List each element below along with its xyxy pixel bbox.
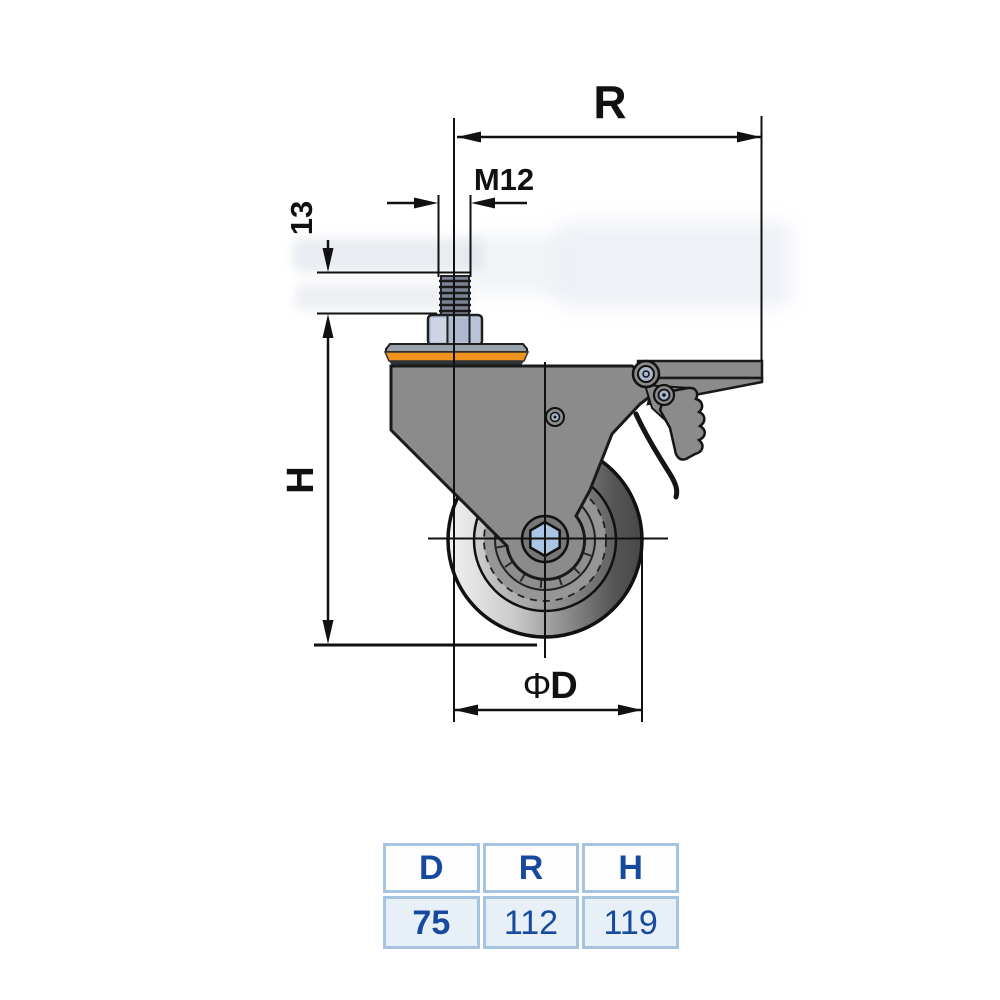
dimension-M12: M12 bbox=[387, 162, 534, 209]
dimension-13-label: 13 bbox=[284, 201, 319, 235]
dimension-phiD: Φ D bbox=[454, 665, 642, 716]
spec-table: D R H 75 112 119 bbox=[383, 843, 679, 949]
dimension-R: R bbox=[457, 76, 761, 143]
table-header-H: H bbox=[582, 843, 679, 893]
dimension-13: 13 bbox=[284, 201, 334, 272]
swivel-fork bbox=[389, 364, 665, 581]
arrowhead-left bbox=[454, 704, 478, 716]
phi-symbol: Φ bbox=[523, 665, 552, 706]
dimension-R-label: R bbox=[593, 76, 626, 128]
dimension-M12-label: M12 bbox=[474, 162, 534, 197]
table-value-R: 112 bbox=[482, 896, 580, 949]
brake-pivot-bolt bbox=[631, 359, 661, 389]
arrowhead-right bbox=[414, 197, 438, 209]
construction-lines bbox=[314, 116, 763, 722]
arrowhead-left bbox=[471, 197, 495, 209]
brake-rod bbox=[633, 411, 680, 500]
brake-pedal bbox=[658, 386, 706, 461]
arrowhead-down bbox=[322, 620, 334, 644]
orange-seal-ring bbox=[383, 351, 530, 362]
mounting-plate bbox=[383, 343, 530, 367]
arrowhead-right bbox=[618, 704, 642, 716]
arrowhead-up bbox=[322, 314, 334, 338]
table-header-R: R bbox=[482, 843, 580, 893]
brake-secondary-bolt bbox=[652, 383, 676, 407]
dimension-H: H bbox=[280, 314, 334, 644]
arrowhead-left bbox=[457, 131, 481, 143]
arrowhead-down bbox=[322, 248, 334, 272]
table-value-D: 75 bbox=[383, 896, 480, 949]
fork-screw bbox=[545, 407, 565, 427]
diameter-letter: D bbox=[550, 665, 577, 707]
table-value-H: 119 bbox=[582, 896, 679, 949]
dimension-H-label: H bbox=[280, 466, 322, 493]
arrowhead-right bbox=[737, 131, 761, 143]
table-header-D: D bbox=[383, 843, 480, 893]
